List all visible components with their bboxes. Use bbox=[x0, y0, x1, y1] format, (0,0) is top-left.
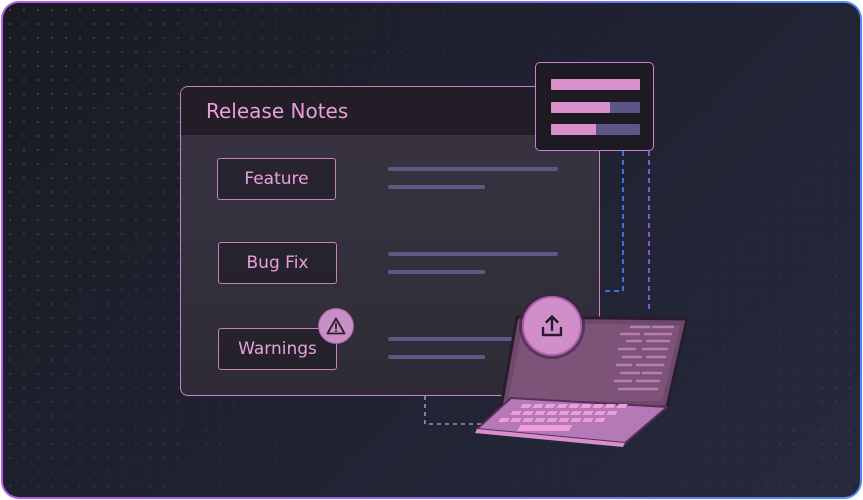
tag-feature[interactable]: Feature bbox=[217, 158, 336, 200]
bugfix-text-line-2 bbox=[388, 270, 485, 274]
release-notes-panel: Release Notes Feature Bug Fix Warnings bbox=[180, 86, 600, 396]
connector-gray bbox=[424, 396, 481, 425]
progress-fill-1 bbox=[551, 79, 640, 90]
progress-bar-1 bbox=[551, 79, 640, 90]
progress-fill-2 bbox=[551, 102, 610, 113]
bugfix-text-line-1 bbox=[388, 252, 558, 256]
upload-icon[interactable] bbox=[522, 296, 582, 356]
tag-warnings[interactable]: Warnings bbox=[218, 328, 337, 370]
feature-text-line-1 bbox=[388, 167, 558, 171]
progress-bar-3 bbox=[551, 124, 640, 135]
warnings-text-line-1 bbox=[388, 337, 558, 341]
feature-text-line-2 bbox=[388, 185, 485, 189]
release-notes-header: Release Notes bbox=[181, 87, 599, 136]
tag-bug-fix-label: Bug Fix bbox=[246, 253, 309, 273]
progress-bar-2 bbox=[551, 102, 640, 113]
warning-triangle-icon bbox=[318, 308, 354, 344]
release-notes-title: Release Notes bbox=[206, 99, 349, 123]
progress-fill-3 bbox=[551, 124, 596, 135]
tag-feature-label: Feature bbox=[244, 169, 309, 189]
connector-blue bbox=[601, 151, 624, 292]
progress-card bbox=[535, 62, 654, 151]
tag-warnings-label: Warnings bbox=[238, 339, 317, 359]
warnings-text-line-2 bbox=[388, 355, 485, 359]
tag-bug-fix[interactable]: Bug Fix bbox=[218, 242, 337, 284]
connector-lines bbox=[424, 151, 650, 425]
